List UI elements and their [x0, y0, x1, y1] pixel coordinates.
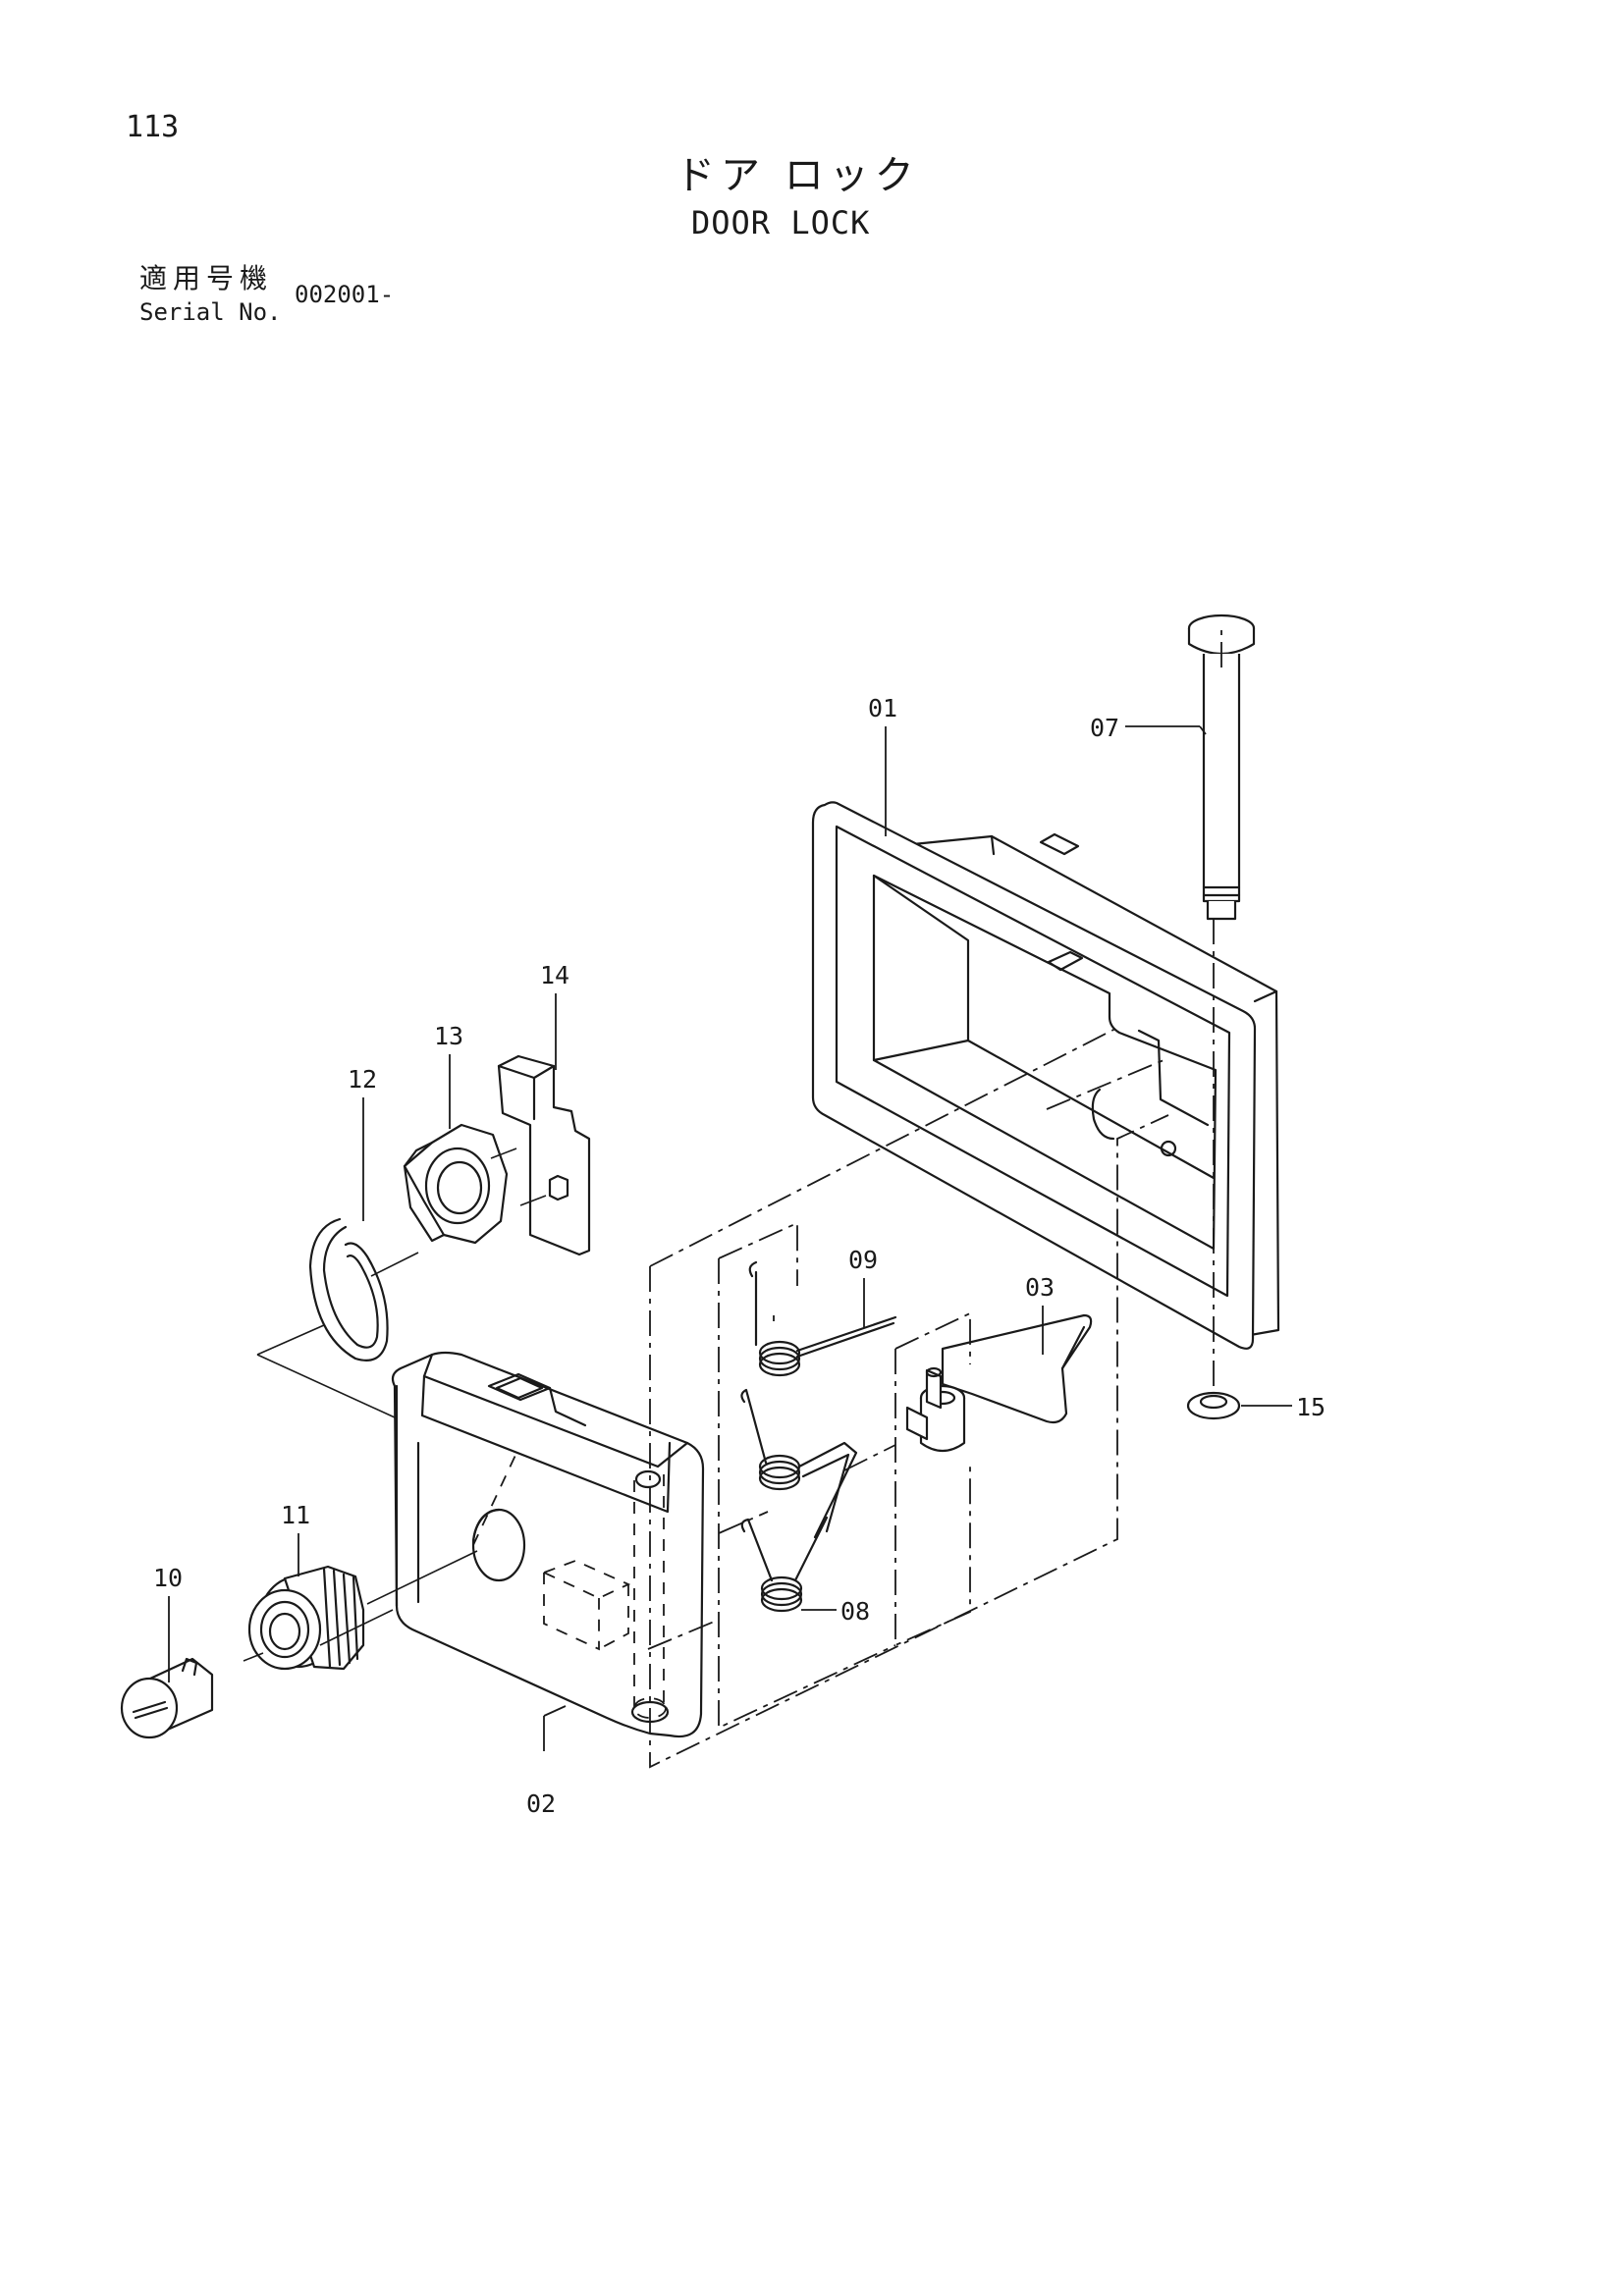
assembly-lines [243, 628, 1222, 1769]
callout-02: 02 [526, 1789, 556, 1818]
callout-08: 08 [840, 1597, 870, 1626]
callout-07: 07 [1090, 714, 1119, 742]
part-07-pin [1187, 614, 1256, 921]
callout-09: 09 [848, 1246, 878, 1274]
part-14-plate [497, 1054, 591, 1256]
serial-number-value: 002001- [295, 281, 395, 308]
callout-10: 10 [153, 1564, 183, 1592]
part-08-springs [740, 1388, 858, 1613]
callout-14: 14 [540, 961, 569, 989]
serial-label-japanese: 適用号機 [139, 262, 274, 294]
part-01-housing [811, 801, 1280, 1350]
callouts: 01 02 03 07 08 09 10 11 12 13 14 15 [153, 694, 1326, 1818]
part-11-bushing [247, 1565, 365, 1671]
callout-13: 13 [434, 1022, 463, 1050]
part-15-e-ring [1186, 1391, 1241, 1420]
callout-15: 15 [1296, 1393, 1326, 1421]
page-title: DOOR LOCK [691, 204, 871, 241]
callout-12: 12 [348, 1065, 377, 1094]
page-number: 113 [126, 110, 180, 144]
part-02-lock-case [391, 1351, 705, 1738]
serial-label: Serial No. [139, 298, 282, 326]
callout-01: 01 [868, 694, 897, 722]
callout-03: 03 [1025, 1273, 1055, 1302]
part-03-latch-cam [905, 1313, 1093, 1453]
part-09-spring-upper [748, 1260, 897, 1377]
part-13-nut [403, 1123, 509, 1245]
callout-11: 11 [281, 1501, 310, 1529]
part-10-key-cylinder [120, 1657, 214, 1739]
part-12-snap-ring [308, 1217, 389, 1362]
page-title-japanese: ドア ロック [676, 153, 920, 198]
